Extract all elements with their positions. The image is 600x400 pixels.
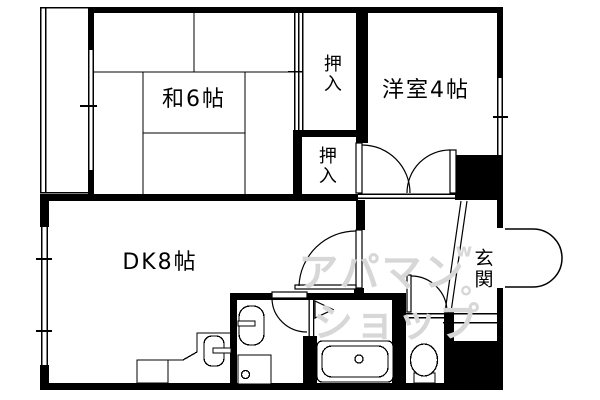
- washing-machine-pan-icon: [237, 354, 272, 385]
- washbasin-faucet-icon: [237, 320, 256, 327]
- walls: [40, 7, 503, 390]
- wall-left-upper-a: [88, 7, 94, 50]
- wall-washroom-left: [230, 293, 237, 390]
- room-label-dk: DK8帖: [122, 249, 198, 275]
- balcony-rail-outer: [40, 7, 42, 193]
- wall-left-upper-b: [88, 170, 94, 200]
- fusuma-tick: [288, 71, 303, 73]
- wall-right-upper: [497, 7, 503, 78]
- youshitsu-door-leaf-right: [449, 149, 457, 194]
- balcony-bottom-line: [40, 192, 88, 194]
- tatami-lines: [94, 13, 293, 194]
- wall-corner-mass: [444, 341, 503, 390]
- watermark-dot-mark: °: [458, 281, 474, 317]
- balcony-top-line: [40, 7, 88, 9]
- bath-door-line-a: [308, 298, 310, 338]
- wall-closet2-left: [293, 137, 302, 200]
- washroom-door-leaf: [271, 291, 308, 299]
- drain-circle-icon: [240, 369, 251, 380]
- watermark-w-mark: w: [455, 240, 473, 262]
- wall-top: [88, 7, 503, 13]
- toilet-threshold-bottom: [406, 317, 448, 319]
- wall-washitsu-dk-divider: [40, 194, 358, 201]
- washroom-door-arc: [271, 297, 308, 333]
- balcony-rail-inner: [45, 7, 47, 193]
- youshitsu-threshold-top: [358, 193, 455, 195]
- watermark-line2: ショップ: [313, 300, 481, 346]
- room-label-genkan: 玄関: [471, 248, 494, 290]
- wall-washroom-top: [230, 293, 406, 300]
- youshitsu-door-arc-right: [406, 149, 451, 194]
- room-label-youshitsu: 洋室4帖: [382, 77, 470, 103]
- watermark-line1: アパマン: [298, 250, 466, 296]
- dk-window-line-a: [41, 227, 43, 365]
- room-label-oshiire-lower: 押入: [315, 146, 337, 186]
- wall-left-lower-a: [40, 195, 49, 227]
- wall-dk-door-hinge: [354, 288, 364, 294]
- step-threshold-line: [443, 322, 498, 324]
- youshitsu-window-tick: [493, 116, 508, 118]
- entrance-door-symbol: [505, 228, 563, 288]
- toilet-bowl-icon: [409, 343, 439, 377]
- genkan-step-line-a: [444, 200, 462, 313]
- youshitsu-door-arc-left: [361, 144, 411, 194]
- genkan-step-line-b: [450, 200, 468, 313]
- windows-and-balcony: [36, 7, 508, 365]
- youshitsu-threshold-bottom: [358, 197, 455, 199]
- dk-window-line-b: [46, 227, 48, 365]
- wall-closet-youshitsu: [356, 7, 368, 143]
- room-label-washitsu: 和6帖: [162, 86, 226, 112]
- wall-right-lower: [497, 288, 503, 390]
- youshitsu-door-leaf-left: [355, 142, 363, 194]
- wall-closet-divider: [293, 130, 368, 137]
- toilet-threshold-top: [406, 313, 498, 315]
- bath-door-line-b: [313, 298, 315, 338]
- washitsu-window-line-b: [92, 50, 94, 170]
- wall-entrance-pillar: [455, 155, 503, 200]
- wall-bottom: [40, 383, 503, 390]
- kitchen-faucet-icon: [212, 347, 232, 354]
- washitsu-window-tick: [80, 105, 97, 107]
- dk-door-arc: [298, 230, 357, 287]
- stove-icon: [136, 359, 169, 384]
- dk-window-tick-2: [36, 330, 52, 332]
- wall-bath-washroom-stub: [303, 336, 317, 383]
- doors: [271, 142, 563, 338]
- dk-window-tick-1: [36, 258, 52, 260]
- bath-door-swing-triangle: [314, 300, 335, 319]
- toilet-door-leaf: [406, 274, 412, 313]
- wall-left-lower-b: [40, 365, 49, 390]
- wall-bath-toilet-divider: [392, 293, 406, 385]
- wall-hall-dk-divider: [356, 200, 365, 230]
- dk-door-open-leaf: [294, 284, 357, 290]
- bathtub-inner-icon: [321, 345, 389, 378]
- fixtures: [136, 305, 439, 385]
- bathtub-drain-icon: [354, 354, 364, 364]
- dk-door-leaf: [355, 229, 363, 289]
- washitsu-window-line-a: [88, 50, 90, 170]
- room-label-oshiire-upper: 押入: [320, 54, 342, 94]
- wall-toilet-right: [444, 310, 454, 341]
